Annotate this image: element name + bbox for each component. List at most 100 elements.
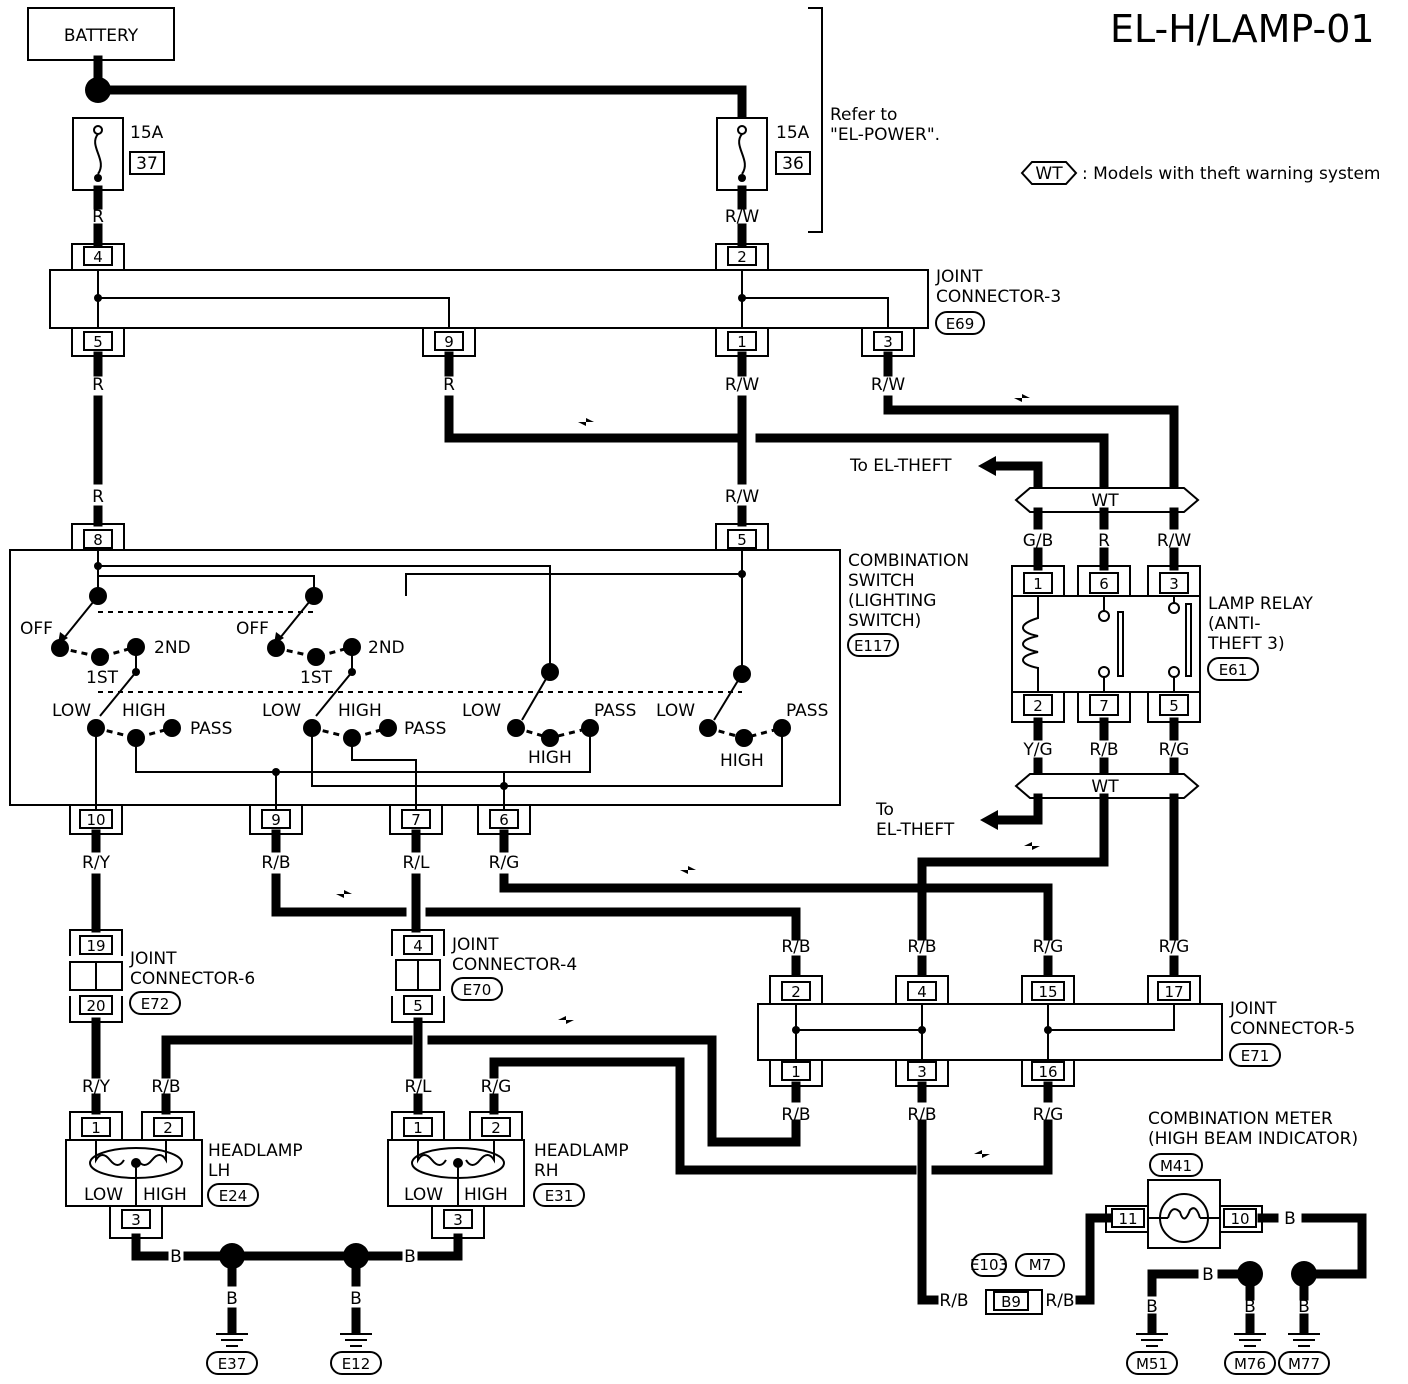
cs-label-line1: COMBINATION [848,551,969,571]
svg-text:RH: RH [534,1161,559,1181]
svg-text:B: B [1202,1265,1214,1285]
refer-note-line1: Refer to [830,105,897,125]
svg-text:R/B: R/B [1045,1291,1074,1311]
joint-connector-5 [757,1003,1223,1061]
svg-text:R/G: R/G [481,1077,512,1097]
svg-text:3: 3 [1169,575,1179,593]
svg-text:R/B: R/B [907,937,936,957]
joint-connector-4 [391,929,445,1023]
splice-code-m7: M7 [1029,1256,1052,1274]
jc3-pin-5: 5 [93,333,103,351]
svg-text:R/W: R/W [725,487,760,507]
svg-text:5: 5 [413,997,423,1015]
svg-text:2: 2 [491,1119,501,1137]
svg-text:LOW: LOW [462,701,501,721]
relay-label-line1: LAMP RELAY [1208,594,1314,614]
jc3-pin-3: 3 [883,333,893,351]
svg-text:5: 5 [1169,697,1179,715]
ground-symbol-e37 [216,1333,248,1347]
svg-text:R: R [92,375,104,395]
svg-text:JOINT: JOINT [129,949,177,969]
fuse-37-number: 37 [136,154,158,174]
svg-text:LOW: LOW [52,701,91,721]
cs-pin-7: 7 [411,811,421,829]
meter-pin-10: 10 [1230,1210,1249,1228]
svg-text:CONNECTOR-4: CONNECTOR-4 [452,955,577,975]
cs-pin-9: 9 [271,811,281,829]
svg-text:R/B: R/B [907,1105,936,1125]
svg-text:4: 4 [413,937,423,955]
svg-text:19: 19 [86,937,105,955]
svg-text:OFF: OFF [236,619,269,639]
svg-text:17: 17 [1164,983,1183,1001]
svg-text:R/B: R/B [939,1291,968,1311]
svg-text:20: 20 [86,997,105,1015]
svg-text:R/B: R/B [1089,740,1118,760]
svg-text:CONNECTOR-6: CONNECTOR-6 [130,969,255,989]
svg-text:CONNECTOR-5: CONNECTOR-5 [1230,1019,1355,1039]
svg-text:15: 15 [1038,983,1057,1001]
svg-text:HIGH: HIGH [464,1185,508,1205]
svg-text:E31: E31 [545,1187,574,1205]
cs-pin-6: 6 [499,811,509,829]
svg-text:2: 2 [1033,697,1043,715]
svg-text:R/L: R/L [404,1077,432,1097]
joint-connector-6 [69,929,123,1023]
svg-text:B: B [1146,1297,1158,1317]
svg-text:PASS: PASS [594,701,636,721]
wt-upper-bar [1014,487,1200,513]
svg-text:1: 1 [1033,575,1043,593]
svg-text:E24: E24 [219,1187,248,1205]
svg-text:HIGH: HIGH [122,701,166,721]
svg-text:Y/G: Y/G [1022,740,1052,760]
jc3-pin-2: 2 [737,248,747,266]
cs-label-line2: SWITCH [848,571,915,591]
svg-text:WT: WT [1091,491,1119,511]
svg-text:E71: E71 [1241,1047,1270,1065]
svg-text:B: B [350,1289,362,1309]
ground-symbol-e12 [340,1333,372,1347]
relay-label-line3: THEFT 3) [1207,634,1285,654]
fuse-36 [716,117,768,191]
wire-label-rw: R/W [725,207,760,227]
wire-label-r: R [92,207,104,227]
svg-text:1ST: 1ST [300,668,333,688]
svg-text:R/Y: R/Y [82,1077,111,1097]
relay-label-line2: (ANTI- [1208,614,1261,634]
fuse-37 [72,117,124,191]
refer-note-line2: "EL-POWER". [830,125,940,145]
page-title: EL-H/LAMP-01 [1110,7,1375,51]
svg-text:4: 4 [917,983,927,1001]
svg-text:R/G: R/G [1033,1105,1064,1125]
jc3-label-line1: JOINT [935,267,983,287]
svg-text:R/W: R/W [871,375,906,395]
svg-text:R/G: R/G [489,853,520,873]
battery-label: BATTERY [64,26,139,46]
ground-e12: E12 [342,1355,371,1373]
cs-label-line3: (LIGHTING [848,591,936,611]
ground-symbol-m76 [1234,1333,1266,1347]
svg-text:1: 1 [91,1119,101,1137]
legend-text: : Models with theft warning system [1082,164,1381,184]
svg-text:B: B [170,1247,182,1267]
splice-pin-b9: B9 [1001,1293,1021,1311]
svg-text:R: R [92,487,104,507]
svg-text:B: B [1298,1297,1310,1317]
svg-text:7: 7 [1099,697,1109,715]
svg-text:R/B: R/B [781,1105,810,1125]
refer-bracket [808,7,823,233]
splice-code-e103: E103 [970,1256,1008,1274]
svg-text:WT: WT [1091,777,1119,797]
svg-text:LOW: LOW [404,1185,443,1205]
battery-box [27,7,175,61]
svg-text:HIGH: HIGH [338,701,382,721]
svg-text:6: 6 [1099,575,1109,593]
svg-text:R/W: R/W [1157,531,1192,551]
svg-text:R/B: R/B [151,1077,180,1097]
svg-text:LH: LH [208,1161,230,1181]
jc3-label-line2: CONNECTOR-3 [936,287,1061,307]
meter-code: M41 [1160,1157,1192,1175]
svg-text:B: B [1244,1297,1256,1317]
svg-text:R/W: R/W [725,375,760,395]
svg-text:HIGH: HIGH [720,751,764,771]
